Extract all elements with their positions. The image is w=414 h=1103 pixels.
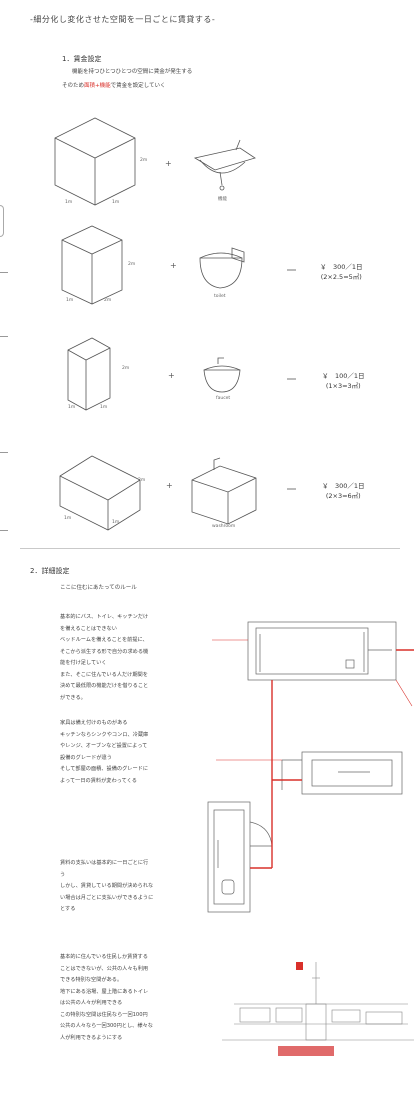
price-row-3: ￥ 100／1日 (1×3=3㎡) — [322, 371, 365, 391]
price-row-4: ￥ 300／1日 (2×3=6㎡) — [322, 481, 365, 501]
size-label: 2m — [138, 478, 146, 483]
toilet-fixture — [199, 247, 245, 289]
size-label: 2m — [122, 366, 130, 371]
plus-sign: + — [168, 371, 175, 380]
section-divider — [20, 548, 400, 549]
cube-4 — [59, 455, 141, 531]
fixture-label: washroom — [212, 524, 236, 529]
rule-line: また、そこに住んでいる人だけ期間を — [60, 671, 148, 678]
margin-tick — [0, 530, 8, 531]
rule-line: は公共の人々が利用できる — [60, 1000, 123, 1006]
fixture-label: 機能 — [218, 197, 227, 202]
rule-line: とする — [60, 906, 76, 912]
rule-line: 基本的に住んでいる住民しか賃貸する — [60, 954, 148, 960]
rule-line: 能を付け足していく — [60, 660, 107, 666]
rule-line: 家具は備え付けのものがある — [60, 720, 128, 726]
section2-heading: 2．詳細設定 — [30, 567, 70, 575]
margin-tick — [0, 336, 8, 337]
cube-3 — [67, 337, 111, 411]
rule-line: やレンジ、オーブンなど設置によって — [60, 743, 148, 749]
section1-line2-red: 面積+機能 — [84, 83, 111, 89]
cube-1 — [54, 117, 136, 206]
rule-line: 賃料の支払いは基本的に一日ごとに行 — [60, 860, 149, 866]
dim-label: 1m — [112, 520, 120, 525]
plan-bedroom — [247, 621, 397, 681]
building-elevation — [222, 962, 414, 1041]
elevation-marker — [296, 962, 303, 970]
washroom-fixture — [191, 457, 257, 525]
rule-line: 公共の人々なら一回300円とし、様々な — [60, 1023, 153, 1029]
washbasin-fixture — [203, 357, 241, 393]
margin-tick — [0, 272, 8, 273]
plan-bath — [207, 801, 273, 913]
fixture-label: toilet — [214, 294, 226, 299]
price-value: ￥ 100／1日 — [322, 372, 365, 380]
section1-line1: 機能を持つひとつひとつの空間に賃金が発生する — [72, 69, 193, 75]
page-title: -細分化し変化させた空間を一日ごとに賃貸する- — [30, 15, 216, 24]
rule-line: ことはできないが、公共の人々も利用 — [60, 965, 149, 972]
rule-line: 地下にある浴場、屋上階にあるトイレ — [60, 988, 149, 995]
section1-line2-pre: そのため — [62, 83, 85, 89]
price-row-2: ￥ 300／1日 (2×2.5=5㎡) — [320, 262, 363, 282]
price-value: ￥ 300／1日 — [320, 263, 363, 271]
cube-2 — [61, 225, 123, 305]
margin-tick — [0, 452, 8, 453]
rule-line: この特別な空間は住民なら一回100円 — [60, 1011, 148, 1018]
rule-line: 人が利用できるようにする — [60, 1034, 123, 1041]
dim-label: 1m — [66, 298, 74, 303]
rule-paragraph-3: 賃料の支払いは基本的に一日ごとに行 う しかし、賃貸している期間が決められな い… — [60, 858, 210, 916]
rule-line: できる特別な空間がある。 — [60, 977, 123, 983]
size-label: 2m — [140, 158, 148, 163]
section1-line2: そのため面積+機能で賃金を設定していく — [62, 82, 165, 91]
rule-line: 決めて最低限の機能だけを借りること — [60, 683, 149, 689]
dim-label: 2m — [104, 298, 112, 303]
dim-label: 1m — [112, 200, 120, 205]
fixture-label: faucet — [216, 396, 231, 401]
sink-fixture-1 — [193, 139, 256, 191]
section1-line2-post: で賃金を設定していく — [110, 83, 166, 89]
rule-line: う — [60, 871, 66, 878]
rule-line: ができる。 — [60, 694, 86, 701]
section1-heading: 1．賃金設定 — [62, 55, 102, 63]
rule-paragraph-2: 家具は備え付けのものがある キッチンならシンクやコンロ、冷蔵庫 やレンジ、オーブ… — [60, 718, 210, 787]
rule-line: 基本的にバス、トイレ、キッチンだけ — [60, 614, 149, 620]
rule-line: よって一日の賃料が変わってくる — [60, 777, 137, 784]
rule-paragraph-4: 基本的に住んでいる住民しか賃貸する ことはできないが、公共の人々も利用 できる特… — [60, 952, 210, 1044]
rule-paragraph-1: 基本的にバス、トイレ、キッチンだけ を備えることはできない ベッドルームを備える… — [60, 612, 210, 704]
connector-lines — [250, 649, 414, 869]
rule-line: しかし、賃貸している期間が決められな — [60, 883, 154, 889]
plus-sign: + — [166, 481, 173, 490]
rule-line: ベッドルームを備えることを前提に、 — [60, 637, 148, 643]
dim-label: 1m — [68, 405, 76, 410]
rule-line: を備えることはできない — [60, 625, 117, 632]
connector-leaders — [212, 639, 413, 761]
plus-sign: + — [170, 261, 177, 270]
pricing-diagram: + + + + — [54, 117, 296, 531]
rule-line: 設備のグレードが違う — [60, 754, 112, 761]
elevation-label-bar — [278, 1046, 334, 1056]
rule-line: そして部屋の面積、設備のグレードに — [60, 766, 149, 772]
rule-line: キッチンならシンクやコンロ、冷蔵庫 — [60, 731, 149, 738]
plus-sign: + — [165, 159, 172, 168]
price-formula: (2×2.5=5㎡) — [320, 273, 362, 281]
price-formula: (1×3=3㎡) — [325, 382, 361, 390]
rule-line: い場合は月ごとに支払いができるように — [60, 894, 154, 901]
dim-label: 1m — [100, 405, 108, 410]
dim-label: 1m — [64, 516, 72, 521]
section2-sub: ここに住むにあたってのルール — [60, 585, 137, 591]
size-label: 2m — [128, 262, 136, 267]
rule-line: そこから派生する形で自分の求める機 — [60, 648, 149, 655]
plan-kitchen — [281, 751, 403, 795]
price-formula: (2×3=6㎡) — [325, 492, 361, 500]
price-value: ￥ 300／1日 — [322, 482, 365, 490]
dim-label: 1m — [65, 200, 73, 205]
